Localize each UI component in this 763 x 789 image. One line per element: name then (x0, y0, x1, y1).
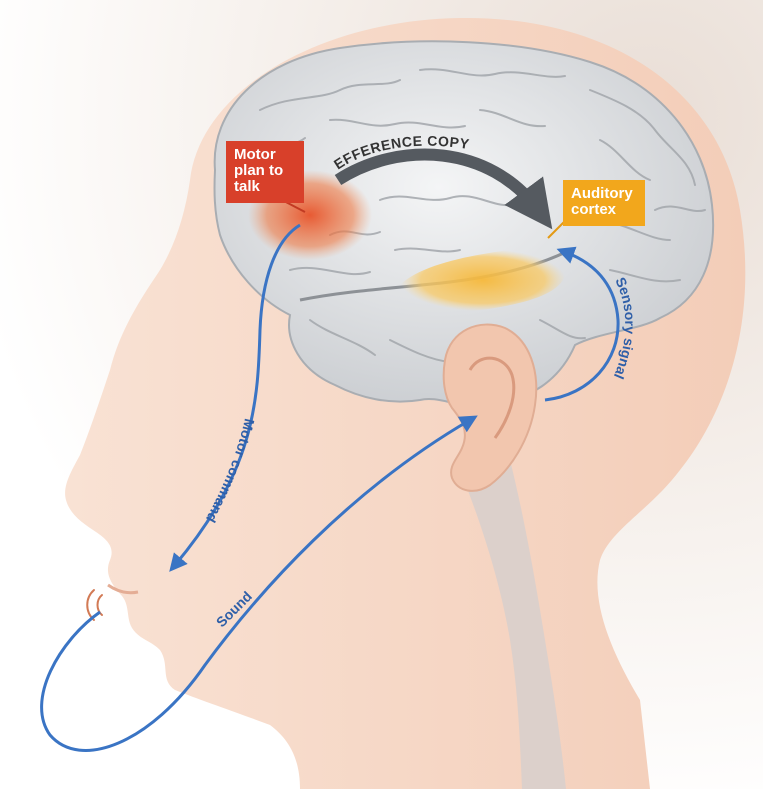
auditory-region (400, 249, 566, 312)
motor-plan-label: Motor plan to talk (226, 141, 304, 203)
sound-arrow (40, 415, 478, 752)
efference-copy-arrow (334, 148, 553, 230)
neck-column (460, 460, 566, 789)
sensory-signal-arrow (544, 246, 620, 402)
ear-illustration (442, 323, 538, 492)
ear-inner (468, 356, 516, 439)
mouth (107, 583, 139, 595)
motor-command-arrow (169, 223, 301, 572)
auditory-cortex-label: Auditory cortex (563, 180, 645, 226)
brain-illustration (213, 40, 715, 407)
